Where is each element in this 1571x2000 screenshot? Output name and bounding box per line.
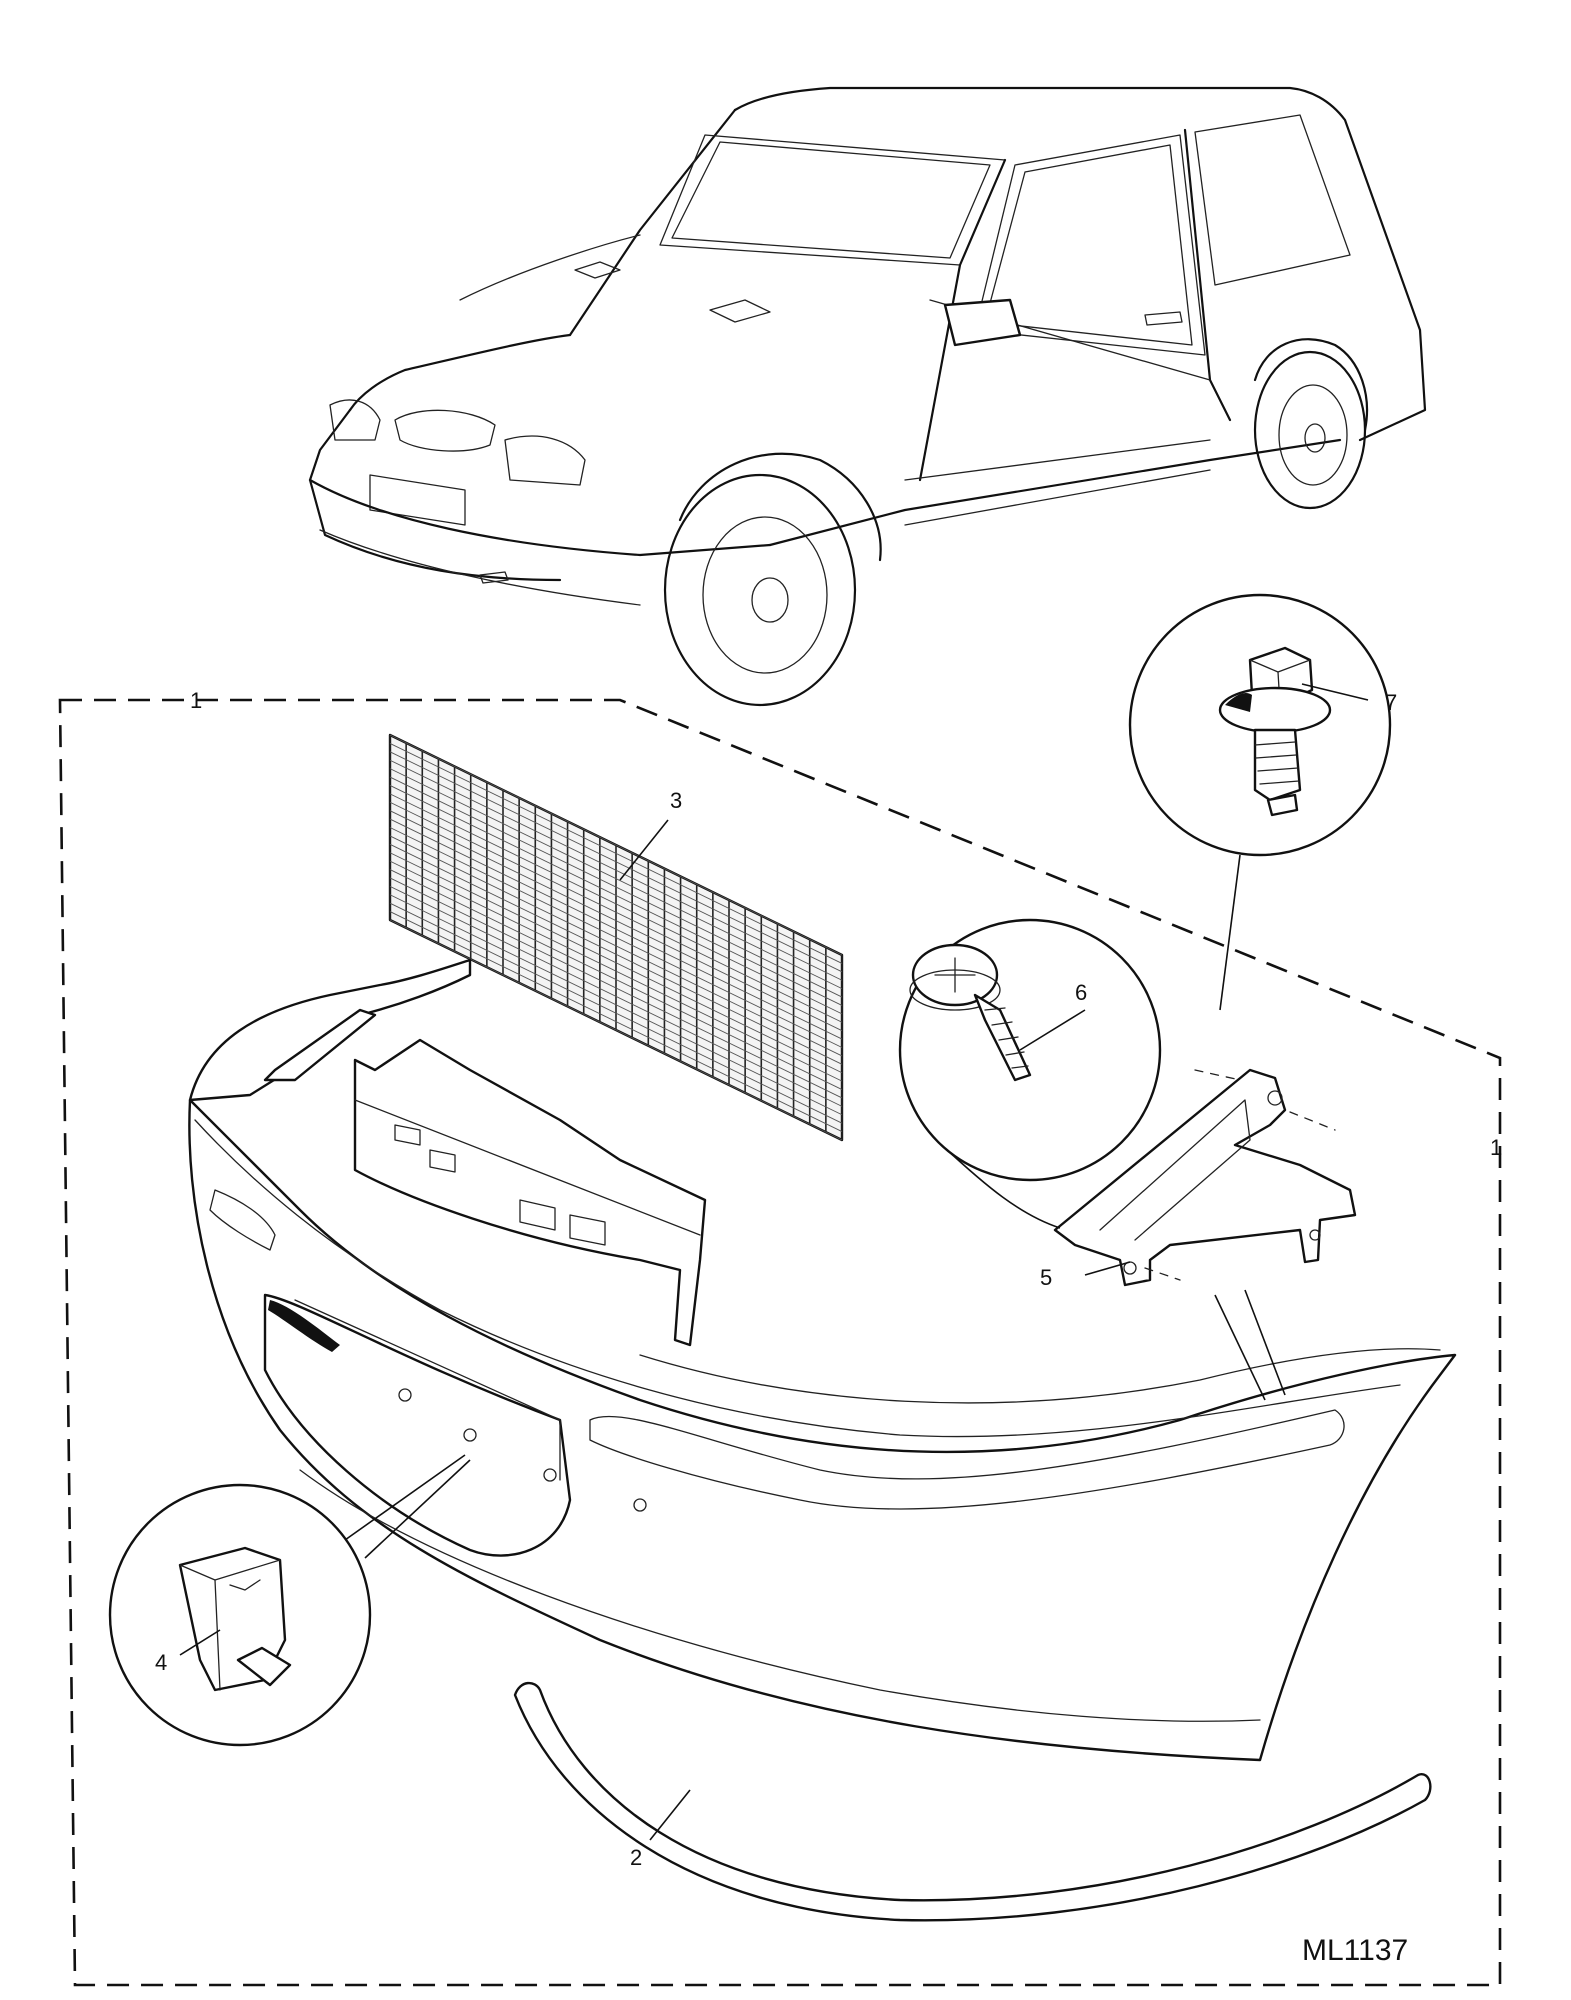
callout-1-top: 1 [190,688,202,713]
leader-4 [179,1629,221,1656]
leader-5 [1084,1261,1131,1276]
grille-mesh [388,733,844,1142]
callout-6: 6 [1075,980,1087,1005]
callout-1-right: 1 [1490,1135,1502,1160]
leader-2 [649,1789,691,1841]
leader-7 [1301,683,1369,701]
callout-7: 7 [1385,690,1397,715]
kit-boundary [58,698,1502,1987]
centre-support-bracket [263,1008,707,1347]
detail-circle-clip [108,1454,471,1747]
callout-5: 5 [1040,1265,1052,1290]
lower-trim-strip [513,1681,1432,1922]
callout-4: 4 [155,1650,167,1675]
callout-labels: 1 1 2 3 4 5 6 7 [155,688,1502,1870]
reference-code: ML1137 [1302,1934,1408,1967]
leader-6 [1019,1009,1086,1051]
leader-3 [619,819,669,881]
side-bracket [1053,1068,1357,1401]
detail-circle-screw [898,918,1162,1229]
car-illustration [308,86,1427,707]
callout-2: 2 [630,1845,642,1870]
callout-3: 3 [670,788,682,813]
detail-circle-bolt [1128,593,1392,1011]
